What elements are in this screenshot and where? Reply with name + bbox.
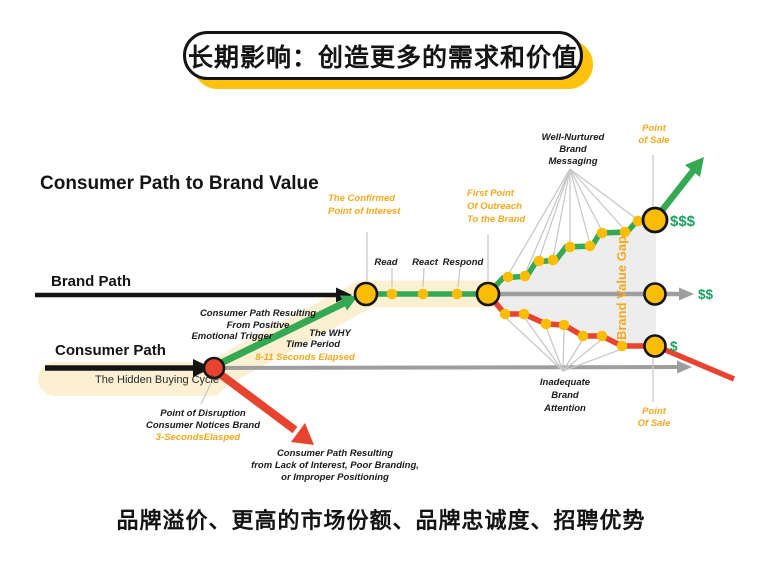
label-point-of-sale-bottom: Point Of Sale xyxy=(638,406,671,429)
label-react: React xyxy=(412,257,439,268)
node-confirmed-interest xyxy=(353,281,379,307)
consumer-path-arrow xyxy=(45,359,212,377)
node-first-outreach xyxy=(475,281,501,307)
bottom-gray-arrow xyxy=(215,360,692,374)
label-confirmed-point-line2: Point of Interest xyxy=(328,206,401,217)
label-first-outreach-line2: Of Outreach xyxy=(467,201,522,212)
hidden-buying-cycle-label: The Hidden Buying Cycle xyxy=(95,374,219,386)
label-confirmed-point: The Confirmed Point of Interest xyxy=(328,193,401,217)
leader-lines xyxy=(200,155,654,405)
label-point-of-sale-top: Point of Sale xyxy=(638,123,670,146)
node-disruption xyxy=(202,356,226,380)
node-sale-bottom xyxy=(643,334,667,358)
footer-text: 品牌溢价、更高的市场份额、品牌忠诚度、招聘优势 xyxy=(116,508,646,533)
path-dots xyxy=(386,215,644,352)
label-well-nurtured: Well-Nurtured Brand Messaging xyxy=(542,132,605,167)
label-positive-trigger-line2: From Positive xyxy=(227,320,291,331)
label-negative-path-line3: or Improper Positioning xyxy=(281,472,389,483)
node-mid xyxy=(643,282,667,306)
label-inadequate-line1: Inadequate xyxy=(540,377,591,388)
label-pos-top-line2: of Sale xyxy=(638,135,670,146)
label-inadequate-line3: Attention xyxy=(543,403,586,414)
positive-path-arrow xyxy=(217,295,358,368)
label-positive-trigger-line1: Consumer Path Resulting xyxy=(200,308,316,319)
brand-path-label: Brand Path xyxy=(51,273,131,290)
label-negative-path-line2: from Lack of Interest, Poor Branding, xyxy=(251,460,419,471)
label-8-11-seconds: 8-11 Seconds Elapsed xyxy=(255,352,355,363)
label-first-outreach-line3: To the Brand xyxy=(467,214,525,225)
consumer-path-label: Consumer Path xyxy=(55,342,166,359)
label-negative-path: Consumer Path Resulting from Lack of Int… xyxy=(251,448,419,483)
label-well-nurtured-line1: Well-Nurtured xyxy=(542,132,605,143)
label-respond: Respond xyxy=(443,257,484,268)
milestone-nodes xyxy=(202,206,669,380)
label-first-outreach: First Point Of Outreach To the Brand xyxy=(467,188,525,225)
red-step-path xyxy=(485,292,736,382)
label-dollars-bottom: $ xyxy=(670,339,678,354)
label-disruption-line2: Consumer Notices Brand xyxy=(146,420,260,431)
label-inadequate: Inadequate Brand Attention xyxy=(540,377,591,414)
label-well-nurtured-line3: Messaging xyxy=(548,156,597,167)
label-why-period-line2: Time Period xyxy=(286,339,340,350)
label-pos-top-line1: Point xyxy=(642,123,667,134)
label-first-outreach-line1: First Point xyxy=(467,188,515,199)
label-positive-trigger-line3: Emotional Trigger xyxy=(191,331,273,342)
label-negative-path-line1: Consumer Path Resulting xyxy=(277,448,393,459)
label-disruption: Point of Disruption Consumer Notices Bra… xyxy=(146,408,260,443)
label-dollars-top: $$$ xyxy=(670,213,696,230)
green-sale-arrow xyxy=(653,157,704,221)
node-sale-top xyxy=(641,206,669,234)
brand-path-line xyxy=(35,287,352,303)
label-confirmed-point-line1: The Confirmed xyxy=(328,193,395,204)
title-text: 长期影响：创造更多的需求和价值 xyxy=(187,43,578,72)
label-inadequate-line2: Brand xyxy=(551,390,579,401)
title-banner: 长期影响：创造更多的需求和价值 xyxy=(183,31,583,80)
label-why-period: The WHY Time Period xyxy=(286,328,353,350)
label-3-seconds: 3-SecondsElasped xyxy=(156,432,241,443)
diagram-heading: Consumer Path to Brand Value xyxy=(40,173,319,194)
label-well-nurtured-line2: Brand xyxy=(559,144,587,155)
label-pos-bottom-line2: Of Sale xyxy=(638,418,671,429)
brand-value-gap-area xyxy=(497,219,656,346)
label-pos-bottom-line1: Point xyxy=(642,406,667,417)
label-positive-trigger: Consumer Path Resulting From Positive Em… xyxy=(191,308,316,342)
negative-path-arrow xyxy=(217,370,314,445)
label-why-period-line1: The WHY xyxy=(309,328,352,339)
label-dollars-mid: $$ xyxy=(698,287,714,302)
label-brand-value-gap: Brand Value Gap xyxy=(614,236,629,340)
label-disruption-line1: Point of Disruption xyxy=(160,408,246,419)
label-read: Read xyxy=(374,257,397,268)
